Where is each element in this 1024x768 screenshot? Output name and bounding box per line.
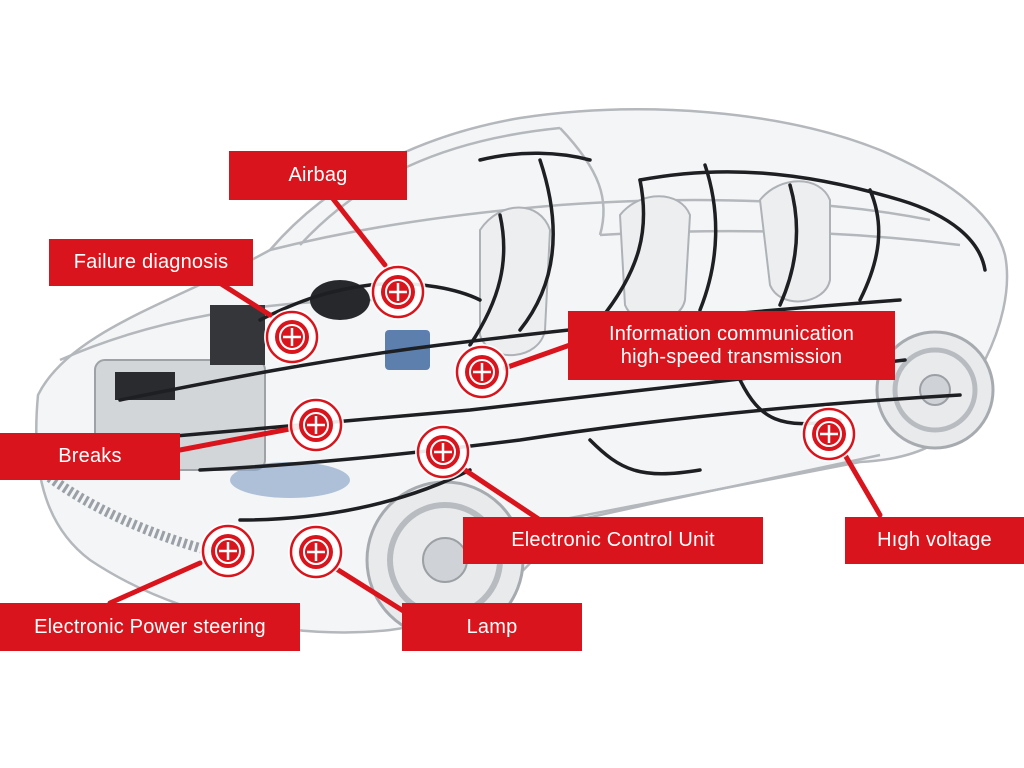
callout-breaks[interactable]: Breaks xyxy=(0,433,180,480)
callout-high-voltage-label: Hıgh voltage xyxy=(877,529,992,551)
plus-circle-outline xyxy=(303,539,329,565)
callout-breaks-label: Breaks xyxy=(58,445,122,467)
hotspot-breaks[interactable] xyxy=(288,397,344,453)
leader-lamp xyxy=(332,565,408,615)
hotspot-breaks-ring xyxy=(289,398,343,452)
callout-lamp[interactable]: Lamp xyxy=(402,603,582,651)
hotspot-lamp-ring xyxy=(289,525,343,579)
leader-power-steering xyxy=(107,560,203,606)
plus-circle-outline xyxy=(469,359,495,385)
callout-airbag-label: Airbag xyxy=(288,164,348,186)
hotspot-airbag-ring xyxy=(371,265,425,319)
hotspot-lamp[interactable] xyxy=(288,524,344,580)
leader-breaks xyxy=(177,424,303,453)
plus-icon xyxy=(307,416,325,434)
hotspot-power-steering-ring xyxy=(201,524,255,578)
callout-high-voltage[interactable]: Hıgh voltage xyxy=(845,517,1024,564)
plus-icon xyxy=(473,363,491,381)
callout-airbag[interactable]: Airbag xyxy=(229,151,407,200)
callout-failure-diagnosis-label: Failure diagnosis xyxy=(73,251,229,273)
plus-circle-outline xyxy=(816,421,842,447)
callout-info-comm[interactable]: Information communication high-speed tra… xyxy=(568,311,895,380)
plus-icon xyxy=(434,443,452,461)
hotspot-ecu[interactable] xyxy=(415,424,471,480)
plus-icon xyxy=(820,425,838,443)
plus-icon xyxy=(283,328,301,346)
callout-info-comm-line1: Information communication xyxy=(608,322,855,345)
hotspot-ecu-ring xyxy=(416,425,470,479)
leader-info-comm xyxy=(502,342,573,371)
leader-airbag xyxy=(327,192,388,268)
plus-circle-outline xyxy=(385,279,411,305)
plus-circle-outline xyxy=(279,324,305,350)
callout-info-comm-line2: high-speed transmission xyxy=(620,345,843,368)
hotspot-failure-diagnosis-ring xyxy=(265,310,319,364)
callout-power-steering[interactable]: Electronic Power steering xyxy=(0,603,300,651)
hotspot-info-comm-ring xyxy=(455,345,509,399)
plus-circle-outline xyxy=(430,439,456,465)
hotspot-info-comm[interactable] xyxy=(454,344,510,400)
hotspot-high-voltage[interactable] xyxy=(801,406,857,462)
callout-ecu-label: Electronic Control Unit xyxy=(511,529,715,551)
hotspot-failure-diagnosis[interactable] xyxy=(264,309,320,365)
leader-high-voltage xyxy=(842,452,883,518)
plus-icon xyxy=(307,543,325,561)
hotspot-high-voltage-ring xyxy=(802,407,856,461)
plus-icon xyxy=(219,542,237,560)
plus-circle-outline xyxy=(215,538,241,564)
plus-icon xyxy=(389,283,407,301)
plus-circle-outline xyxy=(303,412,329,438)
hotspot-power-steering[interactable] xyxy=(200,523,256,579)
callout-ecu[interactable]: Electronic Control Unit xyxy=(463,517,763,564)
callout-power-steering-label: Electronic Power steering xyxy=(34,615,266,638)
hotspot-airbag[interactable] xyxy=(370,264,426,320)
callout-lamp-label: Lamp xyxy=(466,615,518,638)
leader-ecu xyxy=(462,467,543,523)
callout-failure-diagnosis[interactable]: Failure diagnosis xyxy=(49,239,253,286)
